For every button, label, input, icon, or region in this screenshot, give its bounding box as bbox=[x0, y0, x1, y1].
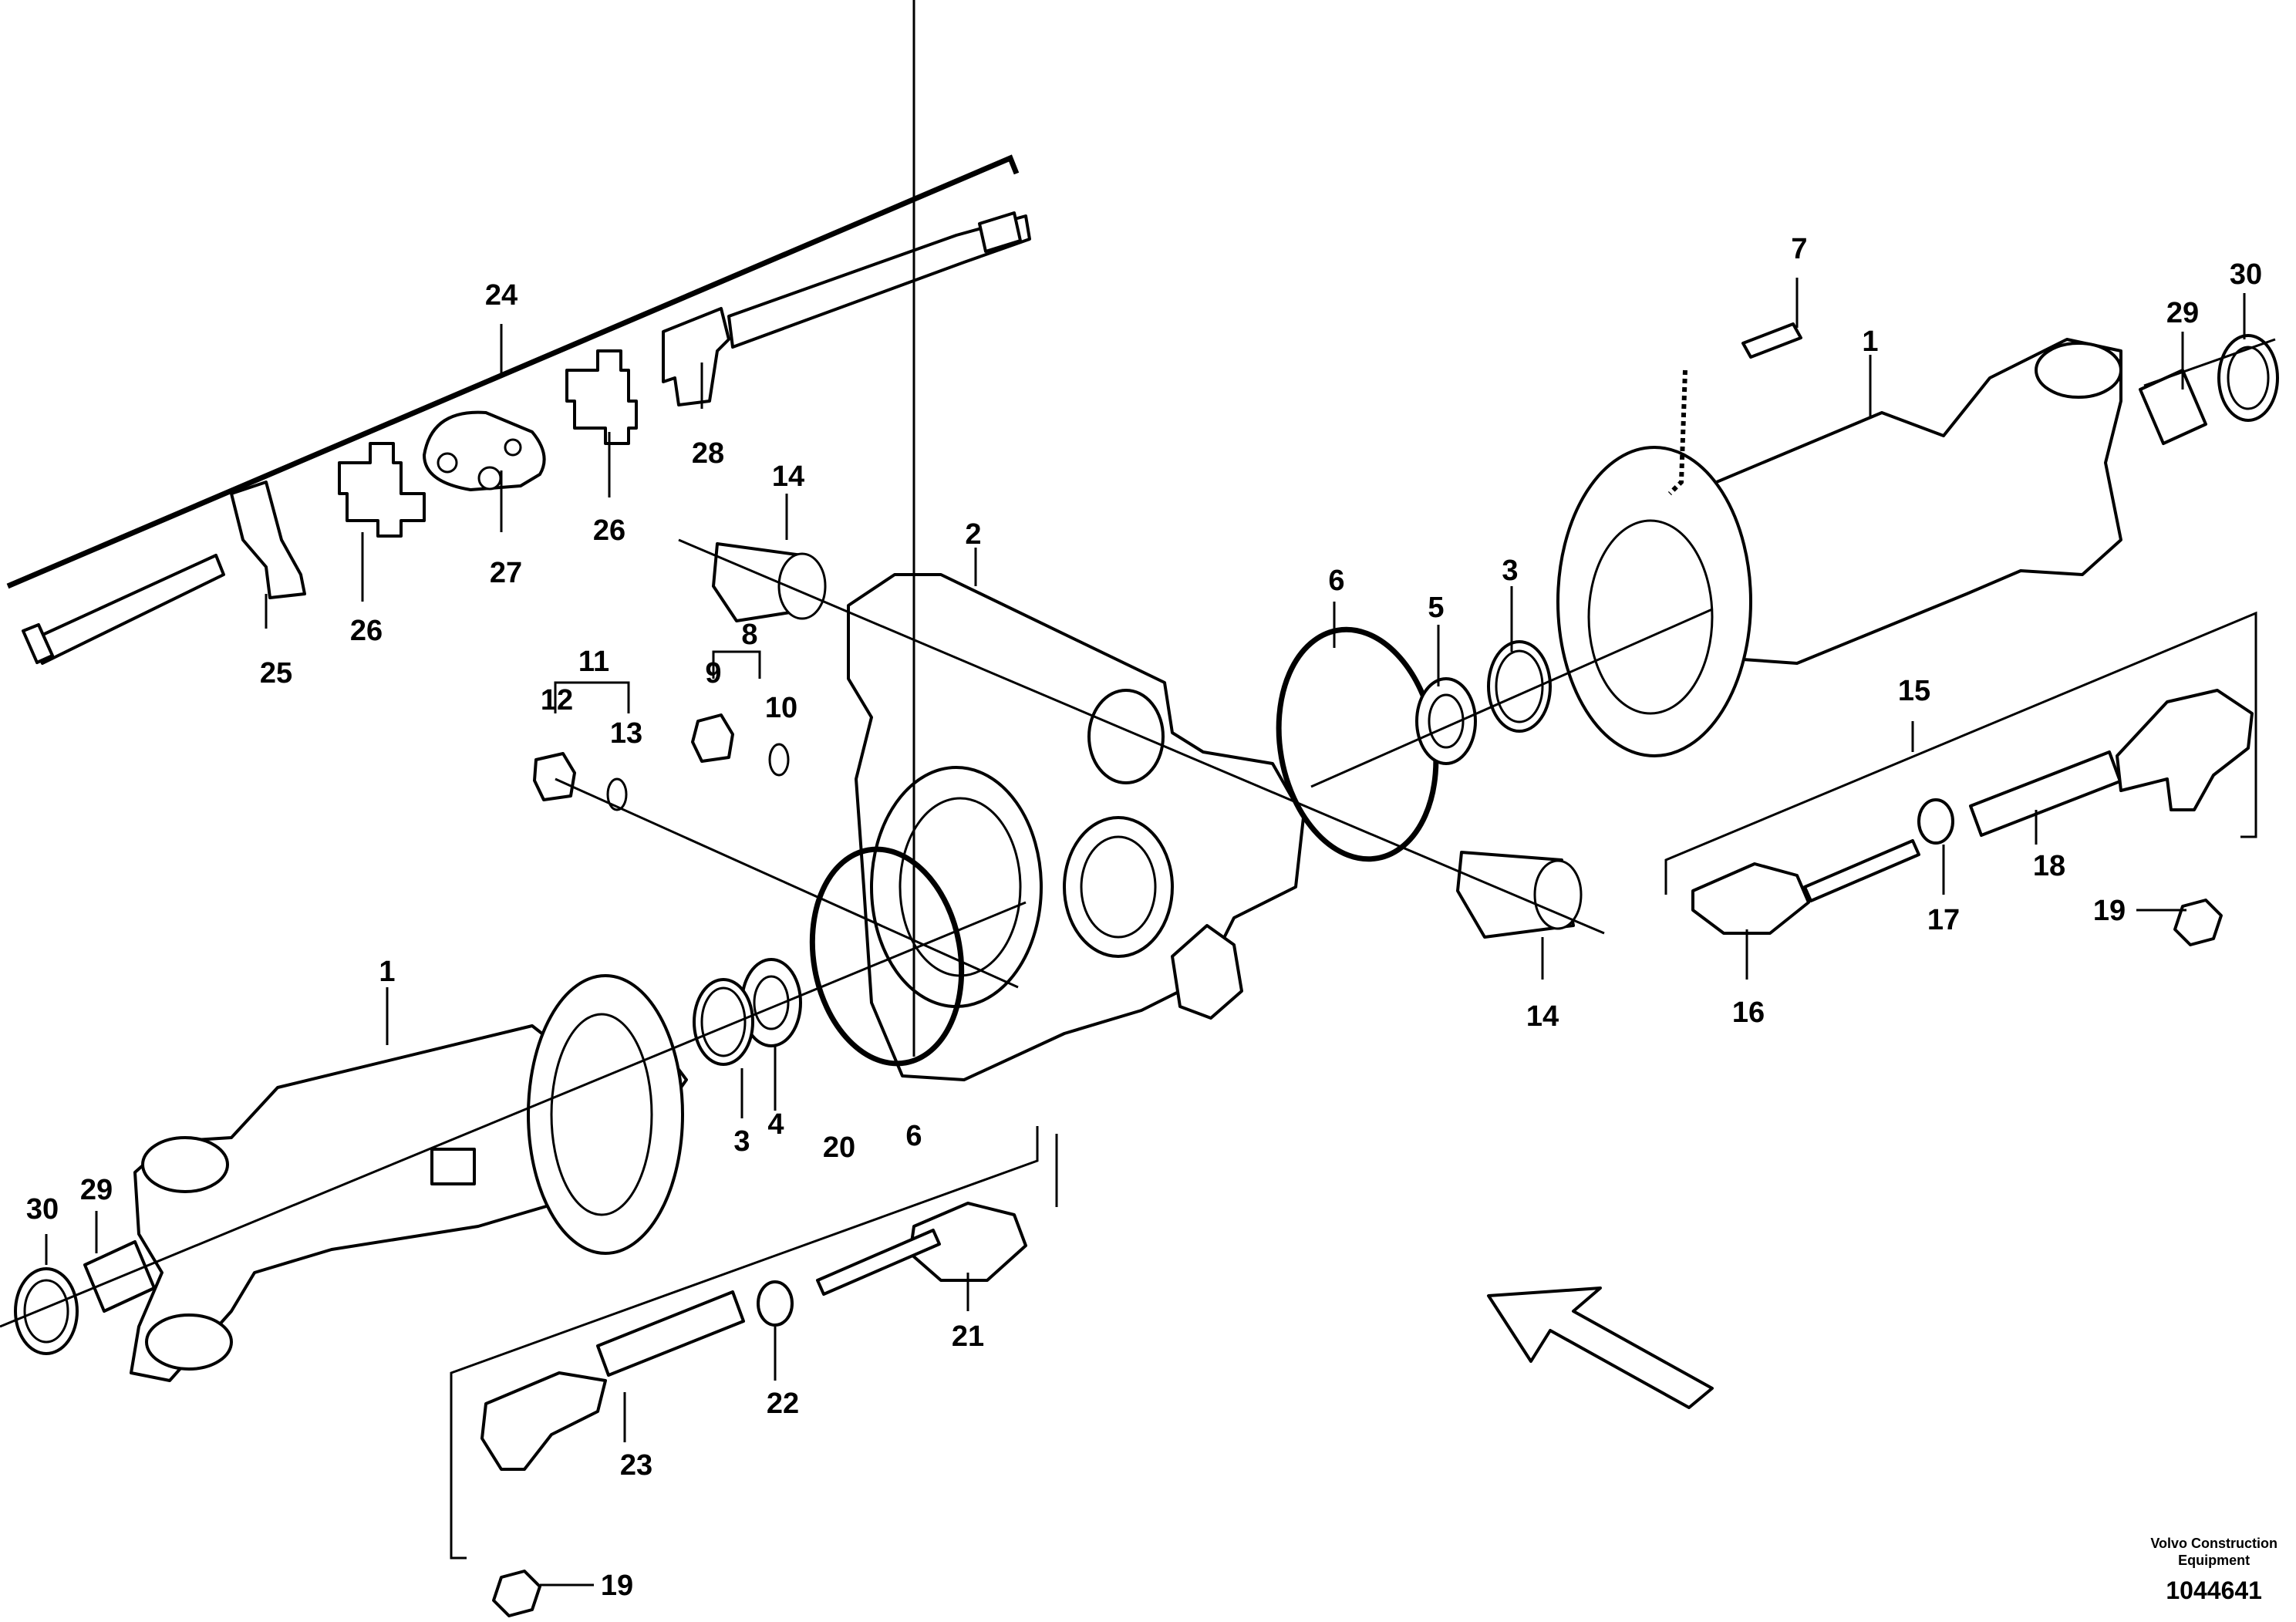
label-23: 23 bbox=[620, 1449, 652, 1482]
label-19-left: 19 bbox=[601, 1570, 633, 1602]
tie-rod-bracket-20 bbox=[450, 1126, 1039, 1560]
label-10: 10 bbox=[765, 692, 797, 724]
part-labels: 24 25 26 27 26 28 14 2 11 12 13 8 9 10 6… bbox=[26, 233, 2262, 1602]
label-1-right: 1 bbox=[1862, 325, 1878, 358]
axle-housing-right bbox=[1556, 322, 2279, 757]
label-18: 18 bbox=[2033, 850, 2065, 882]
bolt-7 bbox=[1741, 322, 1802, 359]
o-ring-10 bbox=[768, 743, 790, 777]
label-27: 27 bbox=[490, 557, 522, 589]
yoke-shaft-body bbox=[727, 214, 1031, 349]
label-15: 15 bbox=[1898, 675, 1930, 707]
trunnion-eye-upper bbox=[141, 1136, 229, 1193]
label-7: 7 bbox=[1791, 233, 1807, 265]
label-3-lower: 3 bbox=[733, 1125, 750, 1158]
tie-rod-end-left bbox=[480, 1371, 607, 1471]
label-26-right: 26 bbox=[593, 514, 625, 547]
universal-joint-cross-2 bbox=[565, 349, 638, 445]
shaft-assembly bbox=[6, 154, 1031, 665]
ball-joint-16 bbox=[1691, 862, 1810, 935]
label-26-left: 26 bbox=[350, 615, 383, 647]
label-25: 25 bbox=[260, 657, 292, 690]
label-3-upper: 3 bbox=[1502, 555, 1518, 587]
seals-and-bearings bbox=[533, 626, 1552, 1067]
bolt-7-path bbox=[1667, 369, 1687, 496]
kingpin-bore-upper bbox=[1087, 689, 1165, 784]
label-30-right: 30 bbox=[2230, 258, 2262, 291]
tube-23 bbox=[596, 1290, 745, 1377]
nut-22 bbox=[757, 1280, 794, 1327]
label-6-upper: 6 bbox=[1328, 565, 1344, 597]
shaft-yoke bbox=[230, 481, 306, 599]
knuckle-housing bbox=[847, 573, 1305, 1081]
threaded-rod-right bbox=[1803, 839, 1920, 902]
label-4: 4 bbox=[767, 1108, 784, 1141]
diagram-reference-number: 1044641 bbox=[2166, 1576, 2262, 1604]
trunnion-eye-lower bbox=[145, 1313, 233, 1371]
label-14-lower: 14 bbox=[1526, 1000, 1559, 1033]
nut-19-right bbox=[2173, 899, 2223, 946]
label-14-upper: 14 bbox=[772, 460, 804, 493]
label-2: 2 bbox=[965, 518, 981, 551]
yoke-shaft bbox=[662, 307, 730, 406]
ball-joint-21 bbox=[909, 1202, 1027, 1282]
label-24: 24 bbox=[485, 279, 518, 312]
label-16: 16 bbox=[1732, 996, 1765, 1029]
drive-shaft-spline bbox=[29, 554, 225, 665]
label-21: 21 bbox=[952, 1320, 984, 1353]
label-6-lower: 6 bbox=[905, 1120, 922, 1152]
universal-joint-cross bbox=[338, 442, 426, 538]
tie-rod-assemblies bbox=[450, 611, 2257, 1617]
nut-17 bbox=[1917, 798, 1954, 845]
axle-housing-1-right bbox=[1680, 338, 2122, 665]
label-29-left: 29 bbox=[80, 1174, 113, 1206]
label-20: 20 bbox=[823, 1131, 855, 1164]
diagram-footer: Volvo Construction Equipment 1044641 bbox=[2150, 1535, 2277, 1605]
nut-19-left bbox=[492, 1570, 541, 1617]
leader-lines bbox=[45, 0, 2246, 1587]
center-lines bbox=[0, 338, 2276, 1328]
label-1-left: 1 bbox=[379, 956, 395, 988]
plug-12 bbox=[533, 752, 576, 801]
o-ring-6-lower bbox=[809, 846, 965, 1067]
label-17: 17 bbox=[1927, 904, 1960, 936]
threaded-rod-left bbox=[816, 1229, 941, 1296]
label-9: 9 bbox=[705, 657, 721, 690]
tie-rod-end-right bbox=[2116, 689, 2254, 811]
label-13: 13 bbox=[610, 717, 642, 750]
bushing-29-right bbox=[2139, 369, 2207, 445]
trunnion-eye-right bbox=[2035, 342, 2122, 399]
manufacturer-line-2: Equipment bbox=[2178, 1553, 2250, 1568]
label-22: 22 bbox=[767, 1388, 799, 1420]
tie-rod-bracket-15 bbox=[1664, 611, 2257, 895]
label-28: 28 bbox=[692, 437, 724, 470]
nameplate-left bbox=[430, 1148, 476, 1185]
tube-18 bbox=[1969, 750, 2122, 837]
shaft-group-bracket bbox=[6, 154, 1020, 589]
label-12: 12 bbox=[541, 684, 573, 717]
label-11: 11 bbox=[578, 646, 609, 678]
o-ring-13 bbox=[606, 777, 628, 811]
manufacturer-line-1: Volvo Construction bbox=[2150, 1536, 2277, 1551]
label-29-right: 29 bbox=[2166, 297, 2199, 329]
plug-9 bbox=[691, 713, 734, 763]
axle-housing-left bbox=[14, 974, 688, 1382]
direction-arrow bbox=[1487, 1286, 1714, 1409]
label-8: 8 bbox=[741, 619, 757, 651]
label-30-left: 30 bbox=[26, 1193, 59, 1226]
label-5: 5 bbox=[1428, 592, 1444, 624]
label-19-right: 19 bbox=[2093, 895, 2126, 927]
